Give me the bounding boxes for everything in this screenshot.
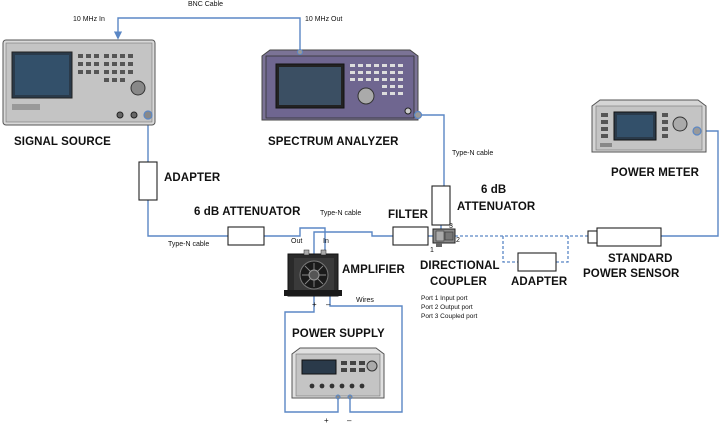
adapter-branch-dashed <box>502 236 518 263</box>
type-n-cable-analyzer-label: Type-N cable <box>452 150 494 157</box>
amp-plus-label: + <box>312 300 317 309</box>
port-3-number: 3 <box>449 223 453 230</box>
adapter-left-label: ADAPTER <box>164 172 221 184</box>
filter-label: FILTER <box>388 209 428 221</box>
bnc-cable-label: BNC Cable <box>188 1 224 8</box>
amp-minus-label: – <box>326 300 331 309</box>
psu-minus-label: – <box>347 416 352 425</box>
power-meter-label: POWER METER <box>611 167 699 179</box>
adapter-left-block <box>138 161 158 201</box>
amp-to-filter-cable <box>313 231 393 256</box>
power-supply-device <box>291 347 385 400</box>
adapter-right-label: ADAPTER <box>511 276 568 288</box>
attenuator-left-label: 6 dB ATTENUATOR <box>194 206 301 218</box>
directional-coupler-label-1: DIRECTIONAL <box>420 260 500 272</box>
analyzer-cable <box>420 114 445 186</box>
power-meter-cable <box>661 130 719 237</box>
attenuator-left-block <box>227 226 265 246</box>
amp-out-label: Out <box>291 238 303 245</box>
port-legend: Port 1 Input port Port 2 Output port Por… <box>421 294 477 321</box>
power-sensor-label-2: POWER SENSOR <box>583 268 680 280</box>
psu-plus-label: + <box>324 416 329 425</box>
adapter-right-block <box>517 252 557 272</box>
attenuator-right-block <box>431 185 451 226</box>
spectrum-analyzer-label: SPECTRUM ANALYZER <box>268 136 399 148</box>
power-sensor-label-1: STANDARD <box>608 253 673 265</box>
amp-in-label: In <box>323 238 329 245</box>
amplifier-device <box>284 249 342 297</box>
attenuator-to-amp-cable <box>264 227 326 256</box>
power-supply-label: POWER SUPPLY <box>292 328 385 340</box>
adapter-to-attenuator-cable <box>147 200 228 237</box>
ref-in-label: 10 MHz In <box>73 16 105 23</box>
directional-coupler-label-2: COUPLER <box>430 276 487 288</box>
attenuator-right-label-1: 6 dB <box>481 184 507 196</box>
spectrum-analyzer-instrument <box>261 49 423 121</box>
amplifier-label: AMPLIFIER <box>342 264 405 276</box>
port-legend-line-3: Port 3 Coupled port <box>421 313 478 320</box>
psu-wire-plus <box>284 296 339 413</box>
adapter-branch-dashed-2 <box>556 236 569 263</box>
ref-out-label: 10 MHz Out <box>305 16 343 23</box>
port-legend-line-2: Port 2 Output port <box>421 304 473 311</box>
power-sensor-device <box>587 227 662 247</box>
attenuator-right-label-2: ATTENUATOR <box>457 201 536 213</box>
power-meter-instrument <box>591 99 707 153</box>
type-n-cable-bottom-label: Type-N cable <box>168 241 210 248</box>
wires-label: Wires <box>356 297 374 304</box>
port-2-number: 2 <box>456 237 460 244</box>
type-n-cable-top-label: Type-N cable <box>320 210 362 217</box>
bnc-cable <box>113 17 301 50</box>
directional-coupler <box>432 228 456 247</box>
signal-source-label: SIGNAL SOURCE <box>14 136 111 148</box>
cables <box>113 17 719 413</box>
filter-block <box>392 226 429 246</box>
port-legend-line-1: Port 1 Input port <box>421 295 468 302</box>
psu-wire-minus <box>329 296 403 413</box>
port-1-number: 1 <box>430 247 434 254</box>
signal-source-instrument <box>2 39 156 126</box>
dashed-cables <box>455 235 588 263</box>
